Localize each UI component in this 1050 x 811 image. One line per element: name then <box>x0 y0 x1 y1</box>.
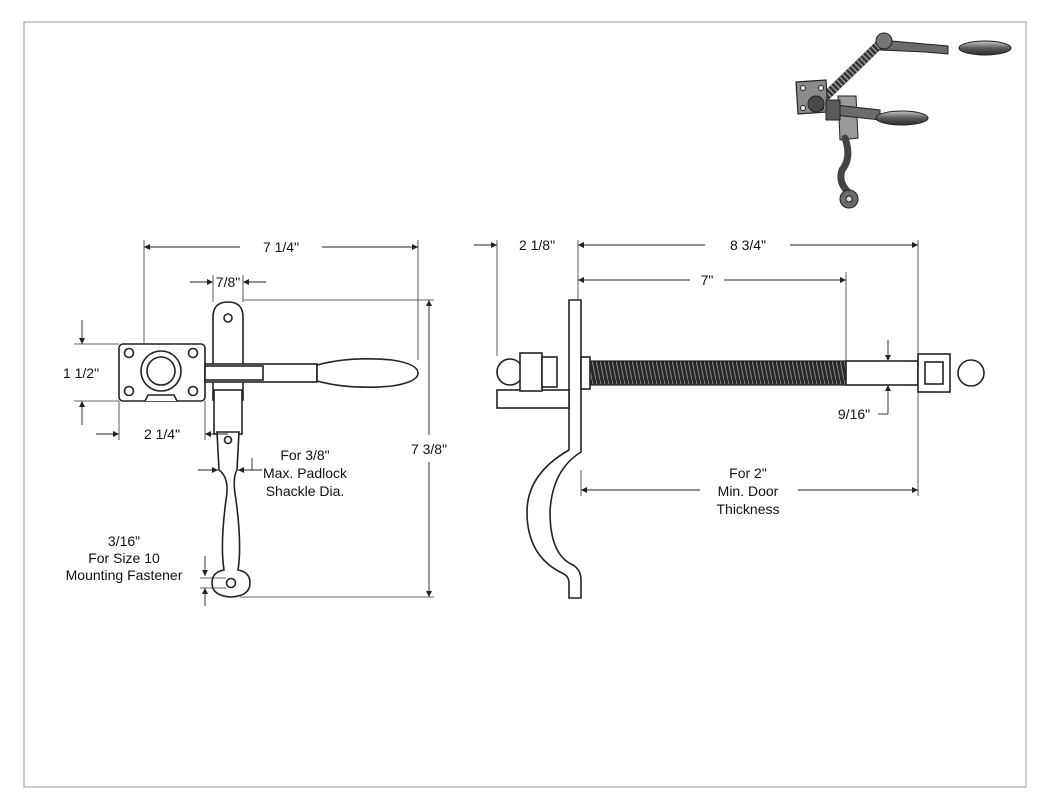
arm-collar <box>204 365 264 381</box>
front-view: 7 1/4" 7/8" 1 1/2" 2 1/4" 7 3/8" For 3/8… <box>63 239 447 606</box>
note-padlock-line1: For 3/8" <box>280 447 329 463</box>
note-door-line1: For 2" <box>729 465 767 481</box>
note-fastener-line3: Mounting Fastener <box>66 567 183 583</box>
iso-lower-handle <box>837 134 852 196</box>
dim-plate-height: 1 1/2" <box>63 365 99 381</box>
threaded-spindle <box>589 360 847 386</box>
collar-left-inner <box>541 356 558 388</box>
iso-center-plate <box>837 95 859 141</box>
screw-hole-lower <box>223 435 233 445</box>
plate-hole-4 <box>187 385 199 397</box>
collar-left-outer <box>519 352 543 392</box>
dim-depth-front: 2 1/8" <box>519 237 555 253</box>
iso-lower-grip <box>875 110 929 126</box>
note-door-line2: Min. Door <box>718 483 779 499</box>
side-latch-bar <box>496 389 570 409</box>
nut-right-of-plate <box>580 356 591 390</box>
dim-plate-width: 2 1/4" <box>144 426 180 442</box>
iso-view <box>795 32 1012 209</box>
note-door-line3: Thickness <box>716 501 779 517</box>
dim-height-overall: 7 3/8" <box>411 441 447 457</box>
iso-upper-grip <box>958 40 1012 56</box>
iso-spindle-thread <box>818 34 890 104</box>
iso-plate-hole <box>800 105 806 111</box>
screw-hole-top <box>223 313 233 323</box>
iso-plate-hole <box>800 85 806 91</box>
knob-right <box>957 359 985 387</box>
note-fastener-line1: 3/16" <box>108 533 140 549</box>
note-fastener-line2: For Size 10 <box>88 550 160 566</box>
spindle-smooth <box>845 360 919 386</box>
sheet-border <box>23 21 1027 788</box>
iso-upper-arm <box>879 39 949 55</box>
collar-right-slot <box>924 361 944 385</box>
dim-spindle-length: 7" <box>701 272 714 288</box>
screw-hole-bottom <box>225 577 237 589</box>
dim-spindle-dia: 9/16" <box>838 406 870 422</box>
lever-hub <box>213 389 243 435</box>
iso-handle-hole <box>845 195 853 203</box>
plate-notch <box>144 394 178 402</box>
arm-grip <box>316 357 419 389</box>
iso-boss <box>807 95 825 113</box>
knob-left <box>496 358 524 386</box>
iso-lower-collar <box>825 99 841 121</box>
side-plate-handle <box>526 299 582 599</box>
note-padlock-line2: Max. Padlock <box>263 465 348 481</box>
dim-length-overall: 8 3/4" <box>730 237 766 253</box>
lever-lower-handle <box>211 431 251 598</box>
iso-upper-knob <box>875 32 893 50</box>
dim-plate-offset: 7/8" <box>216 274 240 290</box>
iso-plate-hole <box>818 85 824 91</box>
side-view: 2 1/8" 8 3/4" 7" 9/16" For 2" Min. Door … <box>474 237 985 599</box>
note-padlock-line3: Shackle Dia. <box>266 483 345 499</box>
plate-hole-2 <box>187 347 199 359</box>
collar-right <box>917 353 951 393</box>
dim-width-overall: 7 1/4" <box>263 239 299 255</box>
plate-hole-3 <box>123 385 135 397</box>
spindle-boss-inner <box>146 356 176 386</box>
plate-hole-1 <box>123 347 135 359</box>
